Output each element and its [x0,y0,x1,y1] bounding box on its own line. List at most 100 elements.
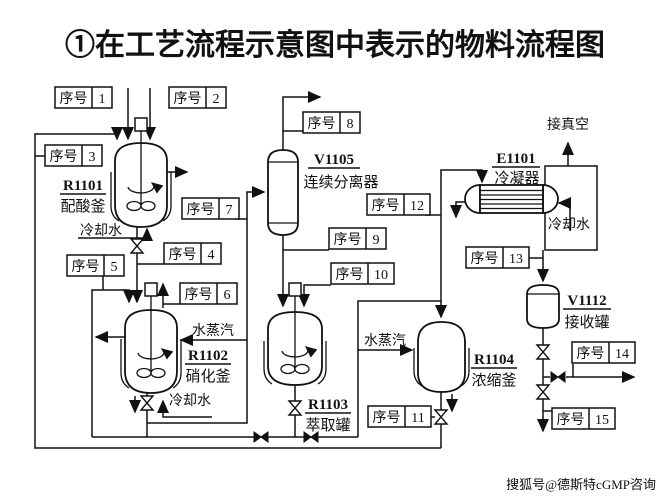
seq-box-2: 序号 2 [168,86,227,109]
valve-icon [535,384,551,400]
cooling-water-label: 冷却水 [548,217,590,233]
seq-box-4: 序号 4 [163,242,222,265]
seq-box-6: 序号 6 [179,282,238,305]
seq-box-number: 6 [224,288,231,303]
seq-box-10: 序号 10 [330,262,395,285]
equipment-tag-e1101: E1101 [496,151,535,167]
impeller-icon [126,200,142,212]
seq-box-5: 序号 5 [66,254,125,277]
seq-box-label: 序号 [185,287,213,303]
equipment-tag-r1104: R1104 [474,352,515,368]
seq-box-number: 8 [347,117,354,132]
agitator-motor-icon [144,282,158,297]
seq-box-12: 序号 12 [366,193,431,216]
valve-icon [535,344,551,360]
equipment-tag-v1112: V1112 [567,293,606,309]
equipment-tag-r1103: R1103 [308,397,348,413]
seq-box-label: 序号 [60,91,88,107]
seq-box-15: 序号 15 [551,407,616,430]
equipment-tag-v1105: V1105 [314,152,354,168]
cooling-water-label: 冷却水 [80,223,122,239]
heat-exchanger-e1101 [464,184,559,214]
seq-box-number: 4 [208,248,215,263]
agitator-motor-icon [134,117,148,132]
cooling-water-label: 冷却水 [169,393,211,409]
page-title: ①在工艺流程示意图中表示的物料流程图 [65,28,605,62]
seq-box-8: 序号 8 [302,111,361,134]
seq-box-label: 序号 [557,412,585,428]
agitator-icon [127,182,164,194]
seq-box-label: 序号 [471,251,499,267]
seq-box-3: 序号 3 [44,144,103,167]
seq-box-9: 序号 9 [328,227,387,250]
seq-box-label: 序号 [169,247,197,263]
seq-box-label: 序号 [372,198,400,214]
seq-box-label: 序号 [577,346,605,362]
seq-box-number: 12 [410,199,424,214]
column-v1105 [267,149,299,236]
vessel-v1112 [526,284,560,329]
seq-box-number: 11 [411,411,424,426]
equipment-name-r1104: 浓缩釜 [471,372,516,389]
seq-box-number: 3 [89,150,96,165]
seq-box-14: 序号 14 [571,341,636,364]
seq-box-number: 13 [509,252,523,267]
seq-box-number: 2 [213,92,220,107]
equipment-name-e1101: 冷凝器 [494,170,539,187]
agitator-icon [137,348,174,360]
vacuum-label: 接真空 [547,116,589,133]
seq-box-number: 15 [595,413,609,428]
equipment-name-r1101: 配酸釜 [60,198,105,215]
equipment-name-v1105: 连续分离器 [303,174,378,191]
equipment-labels: R1101 配酸釜 R1102 硝化釜 R1103 萃取罐 R1104 浓缩釜 … [60,151,611,434]
valve-icon [433,409,449,425]
seq-box-number: 14 [615,347,629,362]
seq-box-label: 序号 [336,267,364,283]
seq-box-label: 序号 [373,410,401,426]
impeller-icon [280,363,296,375]
stream-labels: 冷却水 冷却水 冷却水 水蒸汽 水蒸汽 接真空 [80,116,590,409]
equipment-tag-r1102: R1102 [188,348,228,364]
impeller-icon [136,367,152,379]
seq-box-number: 10 [374,268,388,283]
valve-icon [253,431,269,443]
seq-box-number: 7 [226,203,233,218]
valve-icon [139,395,155,411]
agitator-motor-icon [288,282,302,297]
seq-box-label: 序号 [50,149,78,165]
equipment-tag-r1101: R1101 [63,178,103,194]
seq-box-label: 序号 [334,232,362,248]
reactor-r1103 [263,282,327,386]
impeller-icon [140,200,156,212]
steam-label: 水蒸汽 [364,333,406,349]
seq-box-label: 序号 [308,116,336,132]
seq-box-1: 序号 1 [54,86,113,109]
valve-icon [550,371,566,383]
seq-box-11: 序号 11 [367,405,432,428]
seq-box-label: 序号 [174,91,202,107]
vessel-r1104 [413,321,470,393]
seq-box-13: 序号 13 [465,246,530,269]
seq-box-number: 9 [373,233,380,248]
valve-icon [303,431,319,443]
seq-box-label: 序号 [187,202,215,218]
valve-icon [287,400,303,416]
agitator-icon [281,346,318,358]
seq-box-label: 序号 [72,259,100,275]
reactor-r1101 [110,117,172,228]
equipment-name-v1112: 接收罐 [564,314,609,331]
impeller-icon [150,367,166,379]
valves [129,238,566,443]
reactor-r1102 [120,282,182,394]
equipment-name-r1102: 硝化釜 [185,368,230,385]
seq-box-number: 1 [99,92,106,107]
steam-label: 水蒸汽 [192,323,234,339]
seq-box-number: 5 [111,260,118,275]
impeller-icon [294,363,310,375]
equipment-name-r1103: 萃取罐 [305,417,350,434]
seq-box-7: 序号 7 [181,197,240,220]
watermark: 搜狐号@德斯特cGMP咨询 [506,477,656,492]
